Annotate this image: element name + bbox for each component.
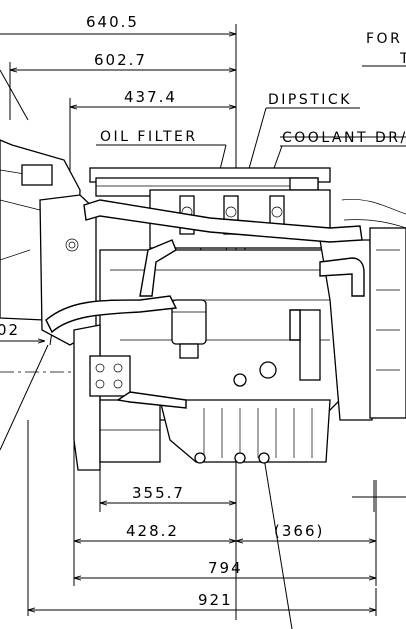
coolant-drain-label: COOLANT DR/ xyxy=(282,130,406,146)
oil-filter-label: OIL FILTER xyxy=(100,129,198,145)
dim-355-7: 355.7 xyxy=(132,484,185,502)
dim-366: (366) xyxy=(274,522,324,540)
dim-640-5: 640.5 xyxy=(86,13,139,31)
dim-921: 921 xyxy=(198,591,233,609)
dipstick-label: DIPSTICK xyxy=(268,92,352,108)
engine-assembly xyxy=(0,139,406,471)
dim-794: 794 xyxy=(208,559,243,577)
dim-02: 02 xyxy=(0,321,20,339)
t-label: T xyxy=(399,51,406,67)
for-label: FOR xyxy=(366,31,402,47)
dim-428-2: 428.2 xyxy=(126,522,179,540)
dim-602-7: 602.7 xyxy=(94,51,147,69)
dim-437-4: 437.4 xyxy=(124,88,177,106)
